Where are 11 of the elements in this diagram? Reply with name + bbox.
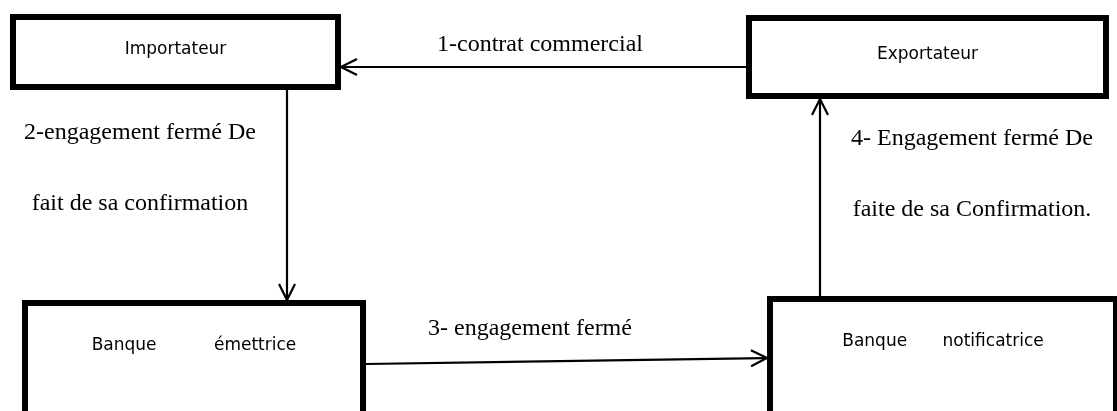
arrow: [277, 90, 297, 302]
entity-box: [10, 14, 341, 90]
arrow: [810, 97, 830, 296]
entity-label: Banque notificatrice: [842, 330, 1044, 350]
entity-box: [22, 300, 366, 411]
entity-label: Importateur: [124, 38, 227, 58]
arrow: [366, 349, 769, 368]
entity-box: [767, 296, 1117, 411]
entity-label: Banque émettrice: [91, 334, 297, 354]
entity-box: [746, 15, 1109, 99]
entity-label: Exportateur: [877, 43, 978, 63]
